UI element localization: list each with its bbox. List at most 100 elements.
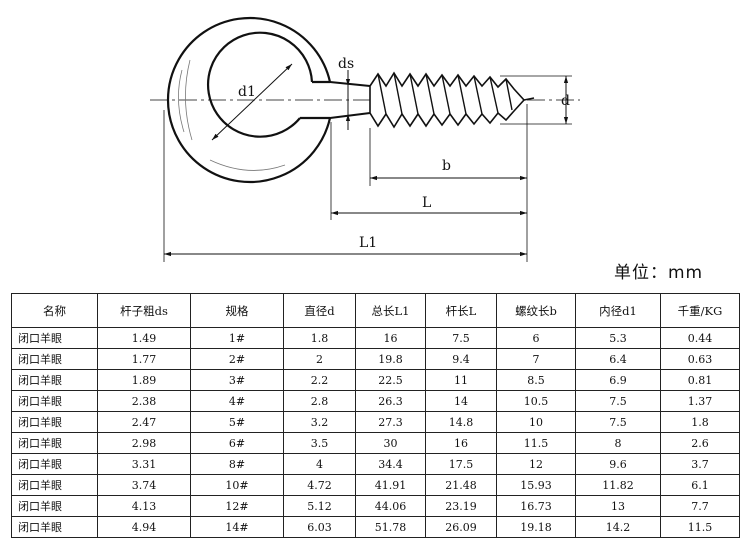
table-cell: 14.2: [575, 516, 661, 538]
table-cell: 5.12: [283, 495, 356, 517]
table-cell-name: 闭口羊眼: [11, 516, 98, 538]
table-cell: 2.8: [283, 390, 356, 412]
table-cell: 2: [283, 348, 356, 370]
table-cell: 6: [496, 327, 576, 349]
table-cell: 5.3: [575, 327, 661, 349]
table-cell: 6#: [190, 432, 284, 454]
table-cell: 7.5: [575, 411, 661, 433]
ring-shading: [178, 59, 286, 171]
table-cell: 0.81: [660, 369, 740, 391]
table-cell-name: 闭口羊眼: [11, 327, 98, 349]
table-cell-name: 闭口羊眼: [11, 390, 98, 412]
table-cell: 4.13: [97, 495, 191, 517]
table-cell: 14.8: [425, 411, 497, 433]
b-label: b: [442, 158, 451, 174]
table-cell: 10#: [190, 474, 284, 496]
table-cell: 41.91: [355, 474, 426, 496]
table-cell: 11.82: [575, 474, 661, 496]
d1-label: d1: [238, 84, 256, 100]
table-cell: 8#: [190, 453, 284, 475]
table-cell: 4.94: [97, 516, 191, 538]
table-cell: 3.7: [660, 453, 740, 475]
table-cell: 1.77: [97, 348, 191, 370]
table-cell: 14#: [190, 516, 284, 538]
table-cell: 15.93: [496, 474, 576, 496]
table-cell: 1#: [190, 327, 284, 349]
table-cell: 1.49: [97, 327, 191, 349]
table-cell: 7: [496, 348, 576, 370]
table-cell: 1.37: [660, 390, 740, 412]
table-cell: 16.73: [496, 495, 576, 517]
table-cell: 6.1: [660, 474, 740, 496]
L1-label: L1: [359, 235, 377, 251]
header-weight: 千重/KG: [660, 293, 740, 328]
table-cell: 10.5: [496, 390, 576, 412]
table-cell: 2.38: [97, 390, 191, 412]
table-cell: 30: [355, 432, 426, 454]
header-d: 直径d: [283, 293, 356, 328]
table-cell: 8: [575, 432, 661, 454]
table-cell: 1.8: [660, 411, 740, 433]
table-cell: 22.5: [355, 369, 426, 391]
table-cell-name: 闭口羊眼: [11, 369, 98, 391]
table-cell: 2.6: [660, 432, 740, 454]
table-cell: 4#: [190, 390, 284, 412]
table-cell: 3.5: [283, 432, 356, 454]
table-cell: 13: [575, 495, 661, 517]
table-cell: 2.2: [283, 369, 356, 391]
table-cell: 26.3: [355, 390, 426, 412]
table-cell: 2.98: [97, 432, 191, 454]
table-cell: 4: [283, 453, 356, 475]
table-cell: 11.5: [496, 432, 576, 454]
header-spec: 规格: [190, 293, 284, 328]
header-b: 螺纹长b: [496, 293, 576, 328]
table-cell: 14: [425, 390, 497, 412]
table-cell-name: 闭口羊眼: [11, 411, 98, 433]
table-cell: 7.7: [660, 495, 740, 517]
table-cell: 5#: [190, 411, 284, 433]
eye-screw-diagram: d1 ds d b L L1: [150, 16, 580, 262]
table-cell: 3.74: [97, 474, 191, 496]
header-ds: 杆子粗ds: [97, 293, 191, 328]
table-cell: 8.5: [496, 369, 576, 391]
spec-table: 名称 杆子粗ds 规格 直径d 总长L1 杆长L 螺纹长b 内径d1 千重/KG…: [11, 293, 740, 538]
table-cell: 17.5: [425, 453, 497, 475]
table-cell: 7.5: [575, 390, 661, 412]
table-cell: 1.89: [97, 369, 191, 391]
header-name: 名称: [11, 293, 98, 328]
ds-label: ds: [338, 56, 354, 72]
table-cell: 9.6: [575, 453, 661, 475]
table-cell: 6.03: [283, 516, 356, 538]
table-cell: 51.78: [355, 516, 426, 538]
header-L1: 总长L1: [355, 293, 426, 328]
table-cell: 0.63: [660, 348, 740, 370]
table-cell: 10: [496, 411, 576, 433]
table-cell: 12: [496, 453, 576, 475]
table-cell: 3#: [190, 369, 284, 391]
table-cell: 2#: [190, 348, 284, 370]
table-cell: 1.8: [283, 327, 356, 349]
unit-label: 单位：mm: [614, 263, 704, 283]
table-cell: 27.3: [355, 411, 426, 433]
table-cell: 44.06: [355, 495, 426, 517]
table-cell: 0.44: [660, 327, 740, 349]
table-cell-name: 闭口羊眼: [11, 432, 98, 454]
table-cell: 26.09: [425, 516, 497, 538]
table-cell: 2.47: [97, 411, 191, 433]
d1-dimension-line: [211, 63, 293, 141]
table-cell: 23.19: [425, 495, 497, 517]
screw-thread: [369, 71, 535, 129]
d-label: d: [561, 93, 570, 109]
table-cell: 21.48: [425, 474, 497, 496]
